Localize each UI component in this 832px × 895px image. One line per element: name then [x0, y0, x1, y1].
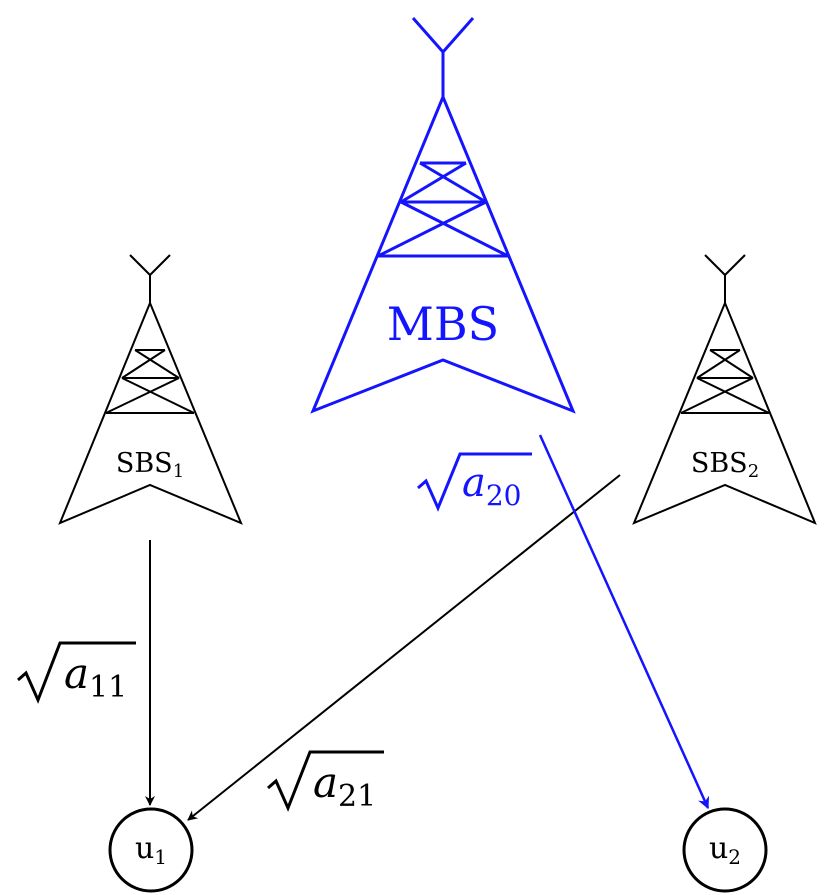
sbs1-tower: SBS1: [58, 254, 243, 525]
svg-text:u2: u2: [709, 831, 741, 869]
sbs2-label: SBS2: [691, 448, 759, 482]
mbs-tower: MBS: [310, 17, 576, 414]
user-u2: u2: [682, 807, 768, 893]
user-u1: u1: [108, 807, 194, 893]
link-mbs-u2-arrow: [538, 434, 710, 810]
square-root-icon: [267, 750, 384, 812]
mbs-lattice: [377, 161, 509, 258]
mbs-antenna-icon: [411, 17, 475, 97]
sbs1-label: SBS1: [116, 448, 184, 482]
sbs1-tower-body: [58, 300, 243, 525]
label-sqrt-a20: a20: [417, 452, 532, 512]
sbs1-lattice: [105, 349, 195, 414]
user-node-icon: [682, 807, 768, 893]
label-sqrt-a11: a11: [17, 641, 136, 705]
svg-text:a20: a20: [462, 460, 522, 512]
sbs2-tower: SBS2: [632, 254, 817, 525]
svg-text:a11: a11: [64, 649, 127, 705]
mbs-label: MBS: [387, 297, 499, 351]
square-root-icon: [17, 641, 136, 704]
sbs2-lattice: [680, 349, 770, 414]
svg-text:a21: a21: [313, 758, 376, 814]
svg-text:u1: u1: [135, 831, 167, 869]
user-node-icon: [108, 807, 194, 893]
sbs1-antenna-icon: [129, 254, 171, 303]
link-sbs2-u1-arrow: [187, 474, 621, 821]
mbs-tower-body: [310, 93, 576, 414]
sbs2-tower-body: [632, 300, 817, 525]
sbs2-antenna-icon: [704, 254, 746, 303]
label-sqrt-a21: a21: [267, 750, 384, 814]
square-root-icon: [417, 452, 532, 512]
